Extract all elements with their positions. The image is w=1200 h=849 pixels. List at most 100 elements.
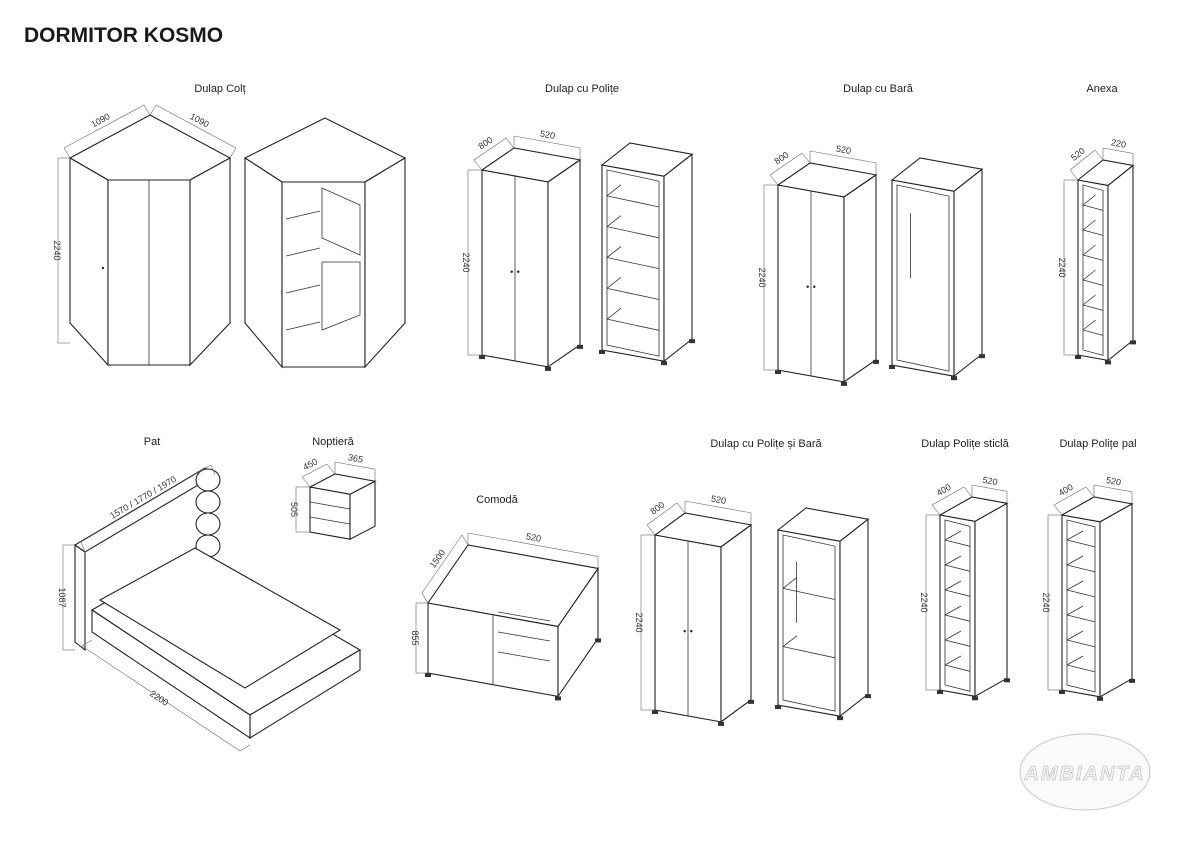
leg xyxy=(689,339,695,344)
extension-line xyxy=(769,174,779,186)
shelf-edge xyxy=(782,635,798,647)
width-dimension: 400 xyxy=(935,482,953,498)
depth-dimension-line xyxy=(684,500,752,514)
height-dimension: 2240 xyxy=(1057,257,1067,277)
headboard-cushion xyxy=(195,490,221,514)
drawer-line xyxy=(497,631,551,642)
extension-line xyxy=(1094,149,1104,161)
shelf-edge xyxy=(1066,555,1084,566)
shelf xyxy=(782,646,836,659)
shelf xyxy=(606,257,660,270)
extension-line xyxy=(81,639,93,647)
leg xyxy=(1097,696,1103,701)
shelf-edge xyxy=(944,580,962,591)
shelf xyxy=(285,284,321,294)
logo-ellipse xyxy=(1019,733,1151,811)
shelf xyxy=(944,639,971,647)
shelf xyxy=(1082,204,1104,211)
leg xyxy=(865,694,871,699)
shelf-edge xyxy=(1082,294,1096,306)
width-dimension: 520 xyxy=(1069,146,1087,163)
product-title: Dulap Polițe pal xyxy=(1059,438,1136,450)
shelf xyxy=(1066,614,1096,623)
depth-dimension-line xyxy=(155,104,237,149)
drawer-line xyxy=(497,651,551,662)
width-dimension: 800 xyxy=(772,150,790,167)
leg xyxy=(951,376,957,381)
extension-line xyxy=(63,147,71,159)
leg xyxy=(979,354,985,359)
shelf xyxy=(1082,304,1104,311)
shelf xyxy=(1082,229,1104,236)
shelf xyxy=(285,210,321,220)
drawer-line xyxy=(309,516,351,525)
shelf-edge xyxy=(1082,219,1096,231)
width-dimension-line xyxy=(1069,149,1096,171)
width-dimension-line xyxy=(931,486,965,506)
headboard-cushion xyxy=(195,512,221,536)
side-face xyxy=(547,158,581,368)
shelf xyxy=(1082,329,1104,336)
width-dimension-line xyxy=(1053,486,1087,506)
width-dimension-line xyxy=(473,137,507,161)
width-dimension: 1500 xyxy=(428,548,448,570)
shelf-edge xyxy=(944,655,962,666)
leg xyxy=(775,705,781,709)
extension-line xyxy=(326,463,336,475)
shelf xyxy=(606,195,660,208)
door-knob-icon xyxy=(806,285,809,288)
height-dimension: 2240 xyxy=(461,252,471,272)
width-dimension: 400 xyxy=(1057,482,1075,498)
shelf xyxy=(782,587,836,600)
drawer-line xyxy=(309,501,351,510)
width-dimension-line xyxy=(646,502,678,526)
side-face xyxy=(720,523,752,723)
product-title: Pat xyxy=(144,436,161,448)
height-dimension: 505 xyxy=(289,502,299,517)
open-door xyxy=(321,187,361,256)
depth-dimension-line xyxy=(81,645,241,752)
shelf-edge xyxy=(1066,605,1084,616)
logo-text: AMBIANTA xyxy=(1023,763,1145,785)
width-dimension-line xyxy=(421,534,463,594)
inner-frame xyxy=(896,184,950,372)
extension-line xyxy=(149,104,157,116)
width-dimension: 1090 xyxy=(89,111,111,129)
height-dimension: 855 xyxy=(410,630,420,645)
front-face xyxy=(777,529,841,717)
leg xyxy=(555,696,561,701)
side-face xyxy=(839,518,869,718)
extension-line xyxy=(143,104,151,116)
product-title: Dulap cu Polițe și Bară xyxy=(710,438,822,450)
leg xyxy=(718,721,724,726)
shelf-edge xyxy=(1082,319,1096,331)
door-knob-icon xyxy=(813,285,816,288)
height-dimension: 2240 xyxy=(1041,592,1051,612)
door-knob-icon xyxy=(683,630,686,633)
leg xyxy=(972,696,978,701)
extension-line xyxy=(239,744,251,752)
headboard-cushion xyxy=(195,468,221,492)
headboard-top xyxy=(73,467,217,553)
shelf-edge xyxy=(944,630,962,641)
side-face xyxy=(974,502,1008,698)
page-title: DORMITOR KOSMO xyxy=(24,24,224,47)
leg xyxy=(1129,678,1135,683)
shelf xyxy=(1066,639,1096,648)
front-face xyxy=(1077,179,1109,362)
depth-dimension-line xyxy=(971,484,1008,492)
height-dimension: 2240 xyxy=(634,612,644,632)
extension-line xyxy=(210,464,216,476)
height-dimension: 1087 xyxy=(57,587,67,607)
leg xyxy=(577,344,583,349)
extension-line xyxy=(963,486,973,498)
product-title: Dulap cu Polițe xyxy=(545,83,619,95)
door-knob-icon xyxy=(101,266,105,270)
inner-frame xyxy=(944,519,971,692)
